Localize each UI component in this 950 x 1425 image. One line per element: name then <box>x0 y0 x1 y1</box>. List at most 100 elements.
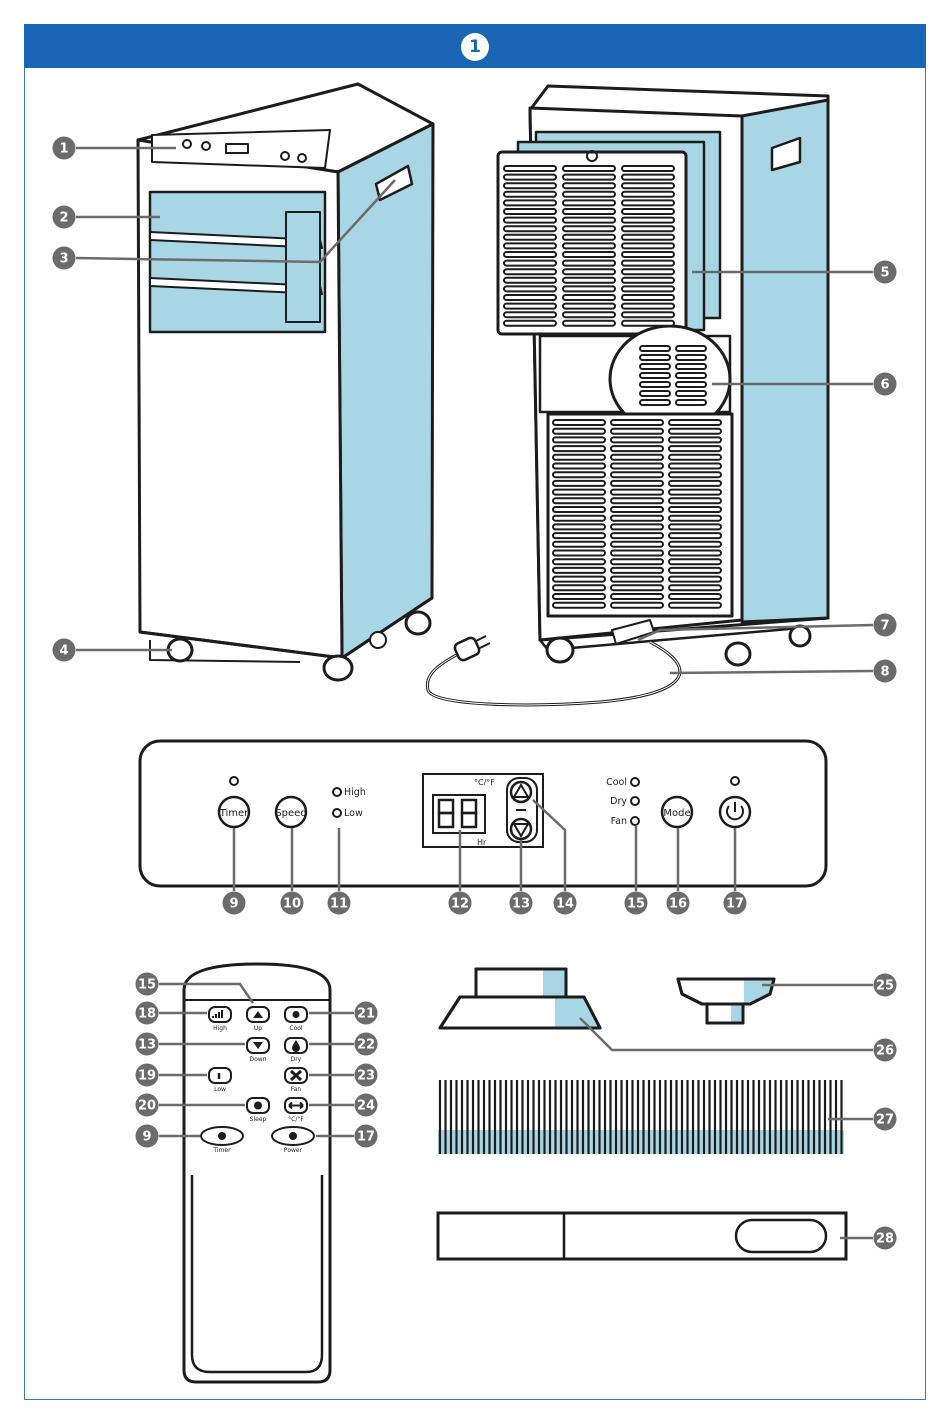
panel-mode-button[interactable]: Mode <box>660 795 694 829</box>
grille-slat <box>668 445 722 453</box>
grille-slat <box>562 173 616 181</box>
snowflake-icon <box>292 1011 300 1018</box>
grille-slat <box>610 462 664 470</box>
grille-slat <box>668 549 722 557</box>
remote-down-button[interactable] <box>246 1037 270 1054</box>
callout-badge-19 <box>135 1063 159 1087</box>
callout-badge-28 <box>873 1226 897 1250</box>
panel-timer-button[interactable]: Timer <box>217 795 251 829</box>
grille-slat <box>610 497 664 505</box>
callout-badge-11 <box>327 891 351 915</box>
panel-speed-button[interactable]: Speed <box>274 795 308 829</box>
grille-slat <box>621 311 675 319</box>
remote-dry-button[interactable] <box>284 1037 308 1054</box>
grille-slat <box>562 225 616 233</box>
grille-slat <box>552 445 606 453</box>
digit-88-glyph <box>437 798 478 829</box>
grille-slat <box>621 285 675 293</box>
grille-slat <box>610 453 664 461</box>
remote-cool-label: Cool <box>289 1025 303 1032</box>
callout-badge-13 <box>135 1032 159 1056</box>
grille-slat <box>503 285 557 293</box>
grille-slat <box>621 173 675 181</box>
callout-number: 10 <box>283 897 301 912</box>
remote-timer-button[interactable] <box>200 1126 244 1146</box>
callout-number: 28 <box>876 1232 894 1247</box>
grille-slat <box>639 399 671 406</box>
grille-slat <box>552 497 606 505</box>
remote-timer-label: Timer <box>212 1147 231 1154</box>
grille-slat <box>610 419 664 426</box>
remote-cool-button[interactable] <box>284 1006 308 1023</box>
fan-icon <box>289 1069 303 1082</box>
dry-mode-led <box>630 796 640 806</box>
callout-badge-21 <box>354 1001 378 1025</box>
grille-slat <box>503 302 557 310</box>
grille-slat <box>621 182 675 190</box>
water-drop-icon <box>292 1040 300 1052</box>
remote-high-button[interactable] <box>208 1006 232 1023</box>
callout-leader-7 <box>637 623 874 642</box>
grille-slat <box>675 363 707 370</box>
grille-slat <box>610 584 664 592</box>
grille-slat <box>552 549 606 557</box>
callout-number: 17 <box>726 897 744 912</box>
dry-mode-label: Dry <box>610 796 627 807</box>
upper-filter-grille <box>503 165 675 327</box>
remote-sleep-button[interactable] <box>246 1097 270 1114</box>
callout-number: 1 <box>59 142 68 157</box>
grille-slat <box>552 514 606 522</box>
up-arrow-icon <box>253 1011 263 1018</box>
panel-power-button[interactable] <box>718 795 752 829</box>
grille-slat <box>621 199 675 207</box>
grille-slat <box>610 532 664 540</box>
callout-number: 20 <box>138 1099 156 1114</box>
grille-slat <box>552 462 606 470</box>
grille-slat <box>503 165 557 172</box>
grille-slat <box>668 427 722 435</box>
grille-slat <box>621 165 675 172</box>
swap-arrows-icon <box>288 1101 304 1110</box>
grille-slat <box>503 319 557 327</box>
remote-high-label: High <box>213 1025 227 1032</box>
grille-slat <box>552 584 606 592</box>
panel-down-button[interactable] <box>509 817 533 841</box>
grille-slat <box>562 190 616 198</box>
remote-low-button[interactable] <box>208 1067 232 1084</box>
grille-slat <box>621 276 675 284</box>
grille-slat <box>610 506 664 513</box>
grille-slat <box>503 242 557 250</box>
grille-slat <box>562 294 616 301</box>
callout-badge-15 <box>135 972 159 996</box>
callout-badge-17 <box>723 891 747 915</box>
grille-slat <box>552 427 606 435</box>
panel-up-button[interactable] <box>509 780 533 804</box>
window-slider-kit <box>436 1211 848 1261</box>
power-icon <box>726 805 744 821</box>
grille-slat <box>621 225 675 233</box>
power-icon <box>289 1132 297 1140</box>
remote-power-button[interactable] <box>271 1126 315 1146</box>
grille-slat <box>668 584 722 592</box>
remote-unit-button[interactable] <box>284 1097 308 1114</box>
remote-sleep-label: Sleep <box>250 1116 267 1123</box>
remote-up-button[interactable] <box>246 1006 270 1023</box>
grille-slat <box>552 532 606 540</box>
grille-slat <box>668 593 722 600</box>
callout-number: 13 <box>138 1038 156 1053</box>
remote-fan-button[interactable] <box>284 1067 308 1084</box>
callout-number: 22 <box>357 1038 375 1053</box>
down-arrow-icon <box>253 1042 263 1049</box>
callout-number: 18 <box>138 1007 156 1022</box>
callout-number: 3 <box>59 252 68 267</box>
grille-slat <box>668 419 722 426</box>
down-arrow-icon <box>512 823 530 838</box>
callout-leader-3 <box>75 179 396 264</box>
grille-slat <box>610 523 664 531</box>
grille-slat <box>639 390 671 397</box>
grille-slat <box>610 479 664 487</box>
callout-number: 11 <box>330 897 348 912</box>
grille-slat <box>552 419 606 426</box>
